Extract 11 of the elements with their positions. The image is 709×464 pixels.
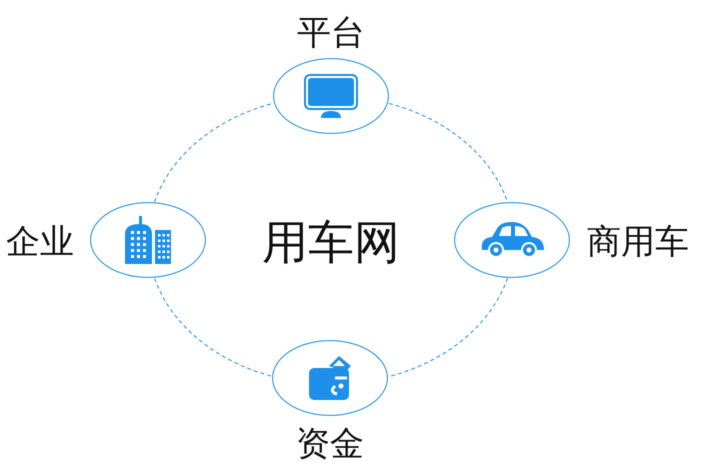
ellipse-node — [273, 58, 389, 134]
node-caption: 平台 — [297, 16, 365, 50]
ellipse-node — [272, 340, 388, 416]
dashed-connector — [388, 102, 508, 202]
ellipse-node — [90, 202, 206, 278]
node-caption: 资金 — [296, 427, 364, 461]
node-caption: 商用车 — [587, 225, 689, 259]
ellipse-node — [454, 202, 570, 278]
center-label: 用车网 — [262, 219, 400, 265]
node-caption: 企业 — [6, 225, 74, 259]
dashed-connector — [154, 277, 272, 376]
